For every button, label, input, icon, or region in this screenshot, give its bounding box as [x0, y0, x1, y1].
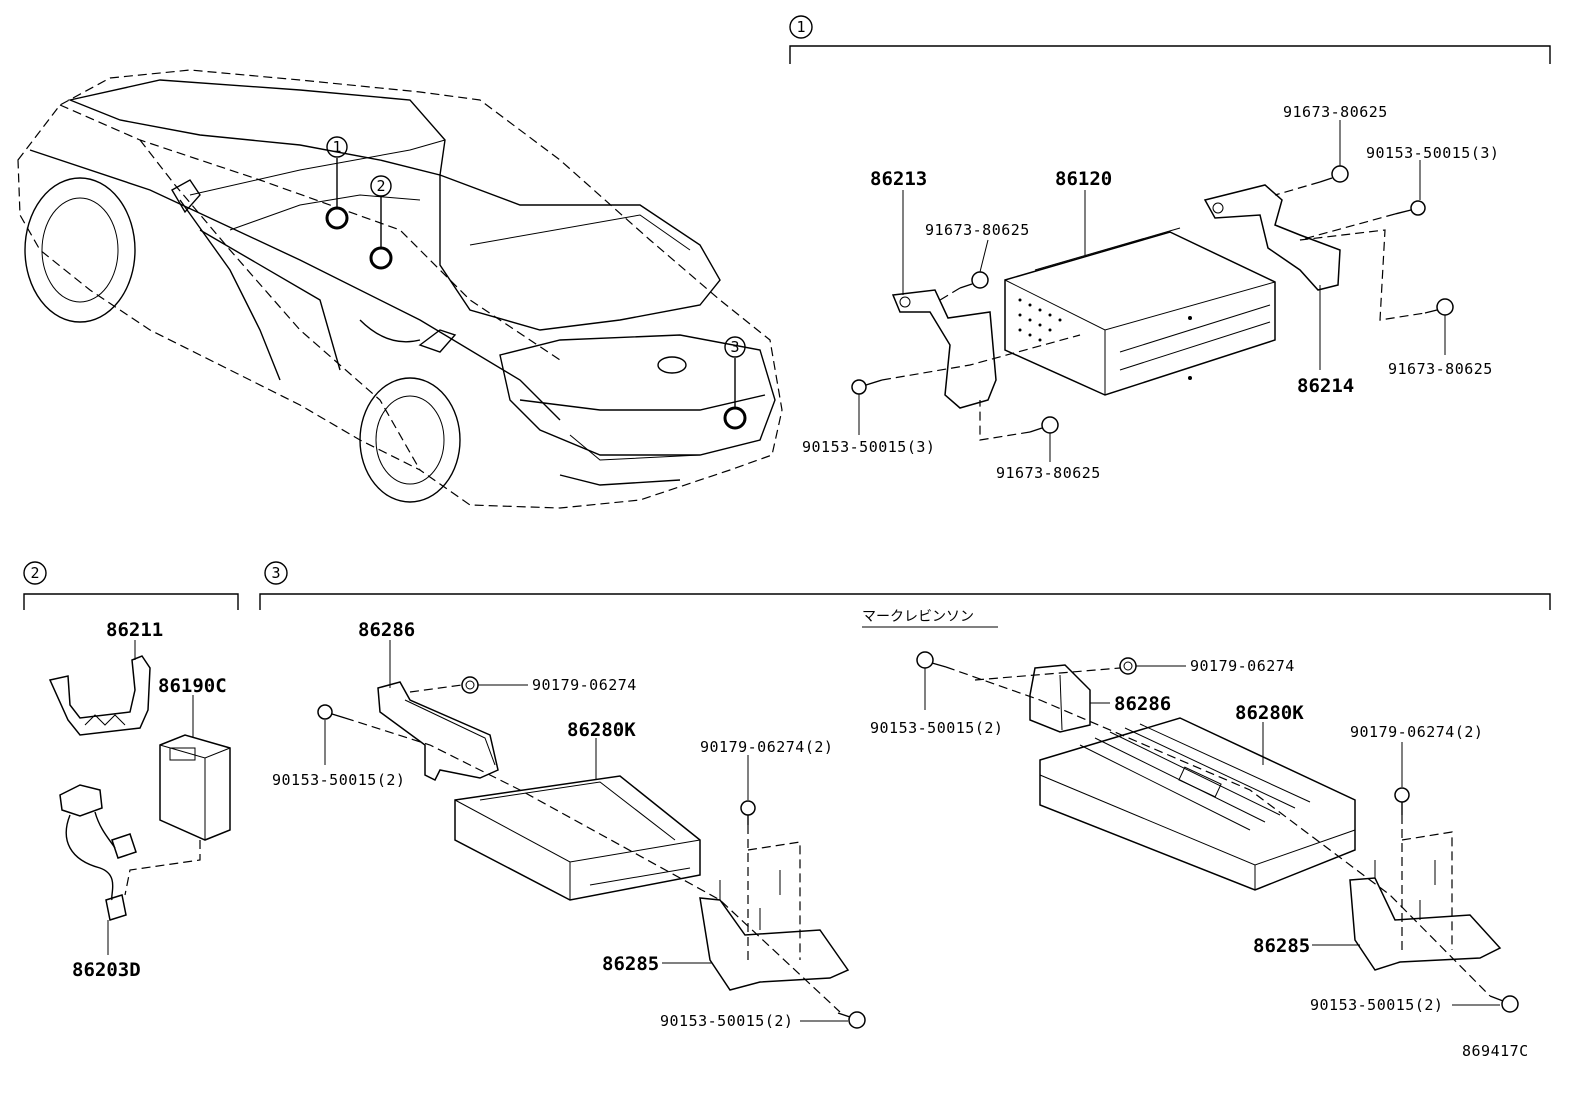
part-label-bolt: 90153-50015(2) [660, 1012, 793, 1030]
bracket-bottom [699, 897, 850, 991]
bracket-top [1029, 664, 1091, 733]
section-2: 2 86211 86190C 86203D [23, 561, 239, 981]
part-label-bolt: 90153-50015(2) [870, 719, 1003, 737]
nut-icon [740, 800, 756, 825]
part-label-nut: 90179-06274(2) [700, 738, 833, 756]
section-number: 2 [30, 564, 39, 582]
part-label-86213: 86213 [870, 168, 927, 190]
part-label-screw: 91673-80625 [1388, 360, 1493, 378]
bolt-icon [851, 379, 883, 395]
part-label-86190C: 86190C [158, 675, 227, 697]
part-label-screw: 91673-80625 [996, 464, 1101, 482]
part-label-bolt: 90153-50015(3) [1366, 144, 1499, 162]
part-label-86280K: 86280K [567, 719, 636, 741]
part-label-nut: 90179-06274 [532, 676, 637, 694]
section-bracket-line [23, 593, 239, 610]
screw-icon [1424, 298, 1454, 316]
bolt-icon [1394, 200, 1426, 216]
marker-number: 2 [376, 177, 385, 195]
vehicle-illustration: 1 2 3 [17, 69, 783, 509]
vehicle-marker-2: 2 [369, 175, 393, 270]
part-label-86285: 86285 [1253, 935, 1310, 957]
part-label-screw: 91673-80625 [925, 221, 1030, 239]
assembly-left: 86286 90179-06274 90153-50015(2) 86280K … [272, 619, 866, 1030]
part-label-86120: 86120 [1055, 168, 1112, 190]
part-label-screw: 91673-80625 [1283, 103, 1388, 121]
part-label-86285: 86285 [602, 953, 659, 975]
marker-number: 3 [730, 338, 739, 356]
drawing-code: 869417C [1462, 1042, 1529, 1060]
section-bracket-line [789, 45, 1551, 64]
part-label-86286: 86286 [1114, 693, 1171, 715]
bracket-right [1203, 184, 1341, 291]
audio-unit [1004, 227, 1276, 396]
marker-number: 1 [332, 138, 341, 156]
bracket-left [891, 289, 997, 409]
vehicle-marker-3: 3 [723, 336, 747, 430]
screw-icon [1029, 416, 1059, 434]
bracket-top [377, 681, 499, 782]
part-label-86203D: 86203D [72, 959, 141, 981]
section-3: 3 マークレビンソン 8628 [259, 561, 1551, 1030]
section-1: 1 [789, 15, 1551, 482]
part-label-86214: 86214 [1297, 375, 1354, 397]
bolt-icon [837, 1011, 866, 1029]
bracket [48, 655, 151, 736]
part-label-bolt: 90153-50015(2) [272, 771, 405, 789]
screw-icon [1319, 165, 1349, 183]
nut-icon [1394, 787, 1410, 815]
section-subtitle: マークレビンソン [862, 609, 974, 625]
part-label-86280K: 86280K [1235, 702, 1304, 724]
part-label-nut: 90179-06274(2) [1350, 723, 1483, 741]
harness [59, 784, 137, 921]
section-bracket-line [259, 593, 1551, 610]
assembly-right: 90179-06274 90153-50015(2) 86286 86280K … [870, 651, 1519, 1014]
section-number: 1 [796, 18, 805, 36]
bolt-icon [1489, 995, 1519, 1013]
part-label-86286: 86286 [358, 619, 415, 641]
bracket-bottom [1349, 877, 1502, 971]
part-label-86211: 86211 [106, 619, 163, 641]
vehicle-marker-1: 1 [325, 136, 349, 230]
bolt-icon [916, 651, 947, 669]
bolt-icon [317, 704, 346, 720]
aux-jack [159, 734, 231, 841]
part-label-bolt: 90153-50015(2) [1310, 996, 1443, 1014]
nut-icon [1119, 657, 1137, 675]
section-number: 3 [271, 564, 280, 582]
part-label-bolt: 90153-50015(3) [802, 438, 935, 456]
amplifier [454, 775, 701, 901]
part-label-nut: 90179-06274 [1190, 657, 1295, 675]
screw-icon [959, 271, 989, 289]
nut-icon [461, 676, 479, 694]
